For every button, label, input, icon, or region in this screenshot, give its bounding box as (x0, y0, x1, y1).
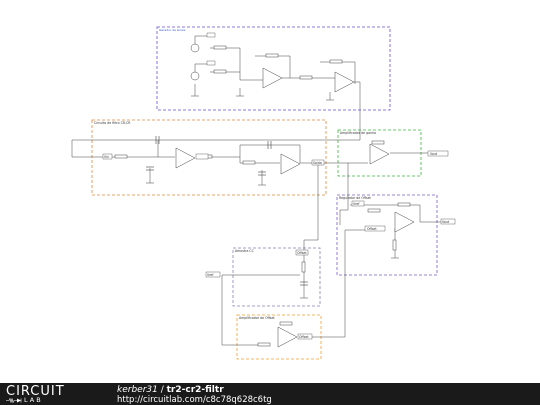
node-amp-out-label: Vout (430, 152, 438, 156)
node-reg-in-label: Vref (353, 202, 360, 206)
circuit-title: tr2-cr2-filtr (166, 385, 224, 395)
node-sample-out-label: Vref (207, 273, 214, 277)
node-reg-out-label: Vout (442, 220, 450, 224)
node-reg-offset[interactable] (364, 225, 386, 232)
sampler-block[interactable] (232, 247, 321, 307)
resistor-buffer-1[interactable] (257, 342, 271, 347)
resistor-gen-2[interactable] (213, 69, 227, 74)
resistor-reg-1[interactable] (367, 208, 381, 213)
resistor-sample[interactable] (301, 261, 306, 273)
resistor-reg-3[interactable] (392, 239, 397, 251)
opamp-regulator[interactable] (394, 211, 415, 233)
generator-block[interactable] (156, 26, 391, 111)
generator-circuit (190, 35, 361, 140)
circuitlab-logo-bottom: LAB (24, 396, 43, 404)
ac-source-1 (190, 43, 200, 53)
node-label-gen-2[interactable] (206, 60, 216, 66)
node-out-1[interactable] (195, 153, 209, 160)
node-reg-offset-label: Offset (367, 227, 377, 231)
opamp-buffer[interactable] (277, 326, 298, 348)
circuit-url[interactable]: http://circuitlab.com/c8c78q628c6tg (117, 395, 272, 405)
generator-block-label: Gerador de sinais (159, 28, 186, 32)
node-buffer-out[interactable] (297, 333, 313, 340)
capacitor-filter-2[interactable] (267, 141, 272, 149)
circuitlab-logo-top[interactable]: CIRCUIT (6, 384, 65, 399)
circuit-symbol-icon (6, 398, 22, 403)
capacitor-filter-3[interactable] (146, 166, 154, 171)
title-separator: / (157, 385, 167, 395)
cr-filter-block[interactable] (91, 119, 327, 196)
resistor-gen-3[interactable] (265, 53, 279, 58)
opamp-gen-2 (334, 71, 355, 93)
cr-filter-block-label: Circuito de filtro CR-CR (94, 121, 131, 125)
amp-block-label: Amplificador de ganho (340, 131, 376, 135)
schematic-canvas[interactable]: Gerador de sinais Circuito de filtro CR-… (0, 0, 540, 383)
regulator-block[interactable] (336, 194, 438, 276)
node-sample[interactable] (295, 249, 309, 256)
resistor-amp[interactable] (371, 140, 385, 145)
author-title-line: kerber31 / tr2-cr2-filtr (117, 385, 224, 395)
node-amp-out[interactable] (427, 150, 449, 157)
ac-source-2 (190, 71, 200, 81)
node-out-2[interactable] (311, 159, 325, 166)
opamp-filter-2[interactable] (280, 153, 301, 175)
opamp-filter-1[interactable] (175, 147, 196, 169)
node-out-label: Saida (313, 161, 322, 165)
resistor-gen-4[interactable] (299, 75, 313, 80)
author-name[interactable]: kerber31 (117, 385, 158, 395)
opamp-amp[interactable] (369, 143, 390, 165)
node-reg-in[interactable] (351, 200, 365, 207)
footer-bar: CIRCUIT LAB kerber31 / tr2-cr2-filtr htt… (0, 383, 540, 405)
resistor-gen-1[interactable] (213, 45, 227, 50)
node-sample-out[interactable] (205, 271, 221, 278)
regulator-block-label: Regulador de Offset (339, 196, 372, 200)
buffer-block-label: Amplificador do Offset (239, 316, 275, 320)
capacitor-filter-1[interactable] (155, 136, 160, 144)
sampler-block-label: Amostra CC (235, 249, 255, 253)
node-buffer-out-label: Offset (299, 335, 309, 339)
node-in-label: Vin (104, 155, 109, 159)
resistor-filter-3[interactable] (242, 160, 256, 165)
node-label-gen-1[interactable] (206, 32, 216, 38)
capacitor-filter-4[interactable] (258, 171, 266, 176)
resistor-buffer-2[interactable] (279, 321, 293, 326)
node-in[interactable] (102, 153, 113, 160)
opamp-gen-1 (262, 67, 283, 89)
capacitor-sample[interactable] (300, 281, 308, 286)
resistor-filter-1[interactable] (114, 154, 128, 159)
resistor-reg-2[interactable] (397, 202, 411, 207)
node-reg-out[interactable] (440, 218, 456, 225)
node-sample-label: Offset (297, 251, 307, 255)
wiring (71, 139, 442, 346)
resistor-gen-5[interactable] (329, 59, 343, 64)
